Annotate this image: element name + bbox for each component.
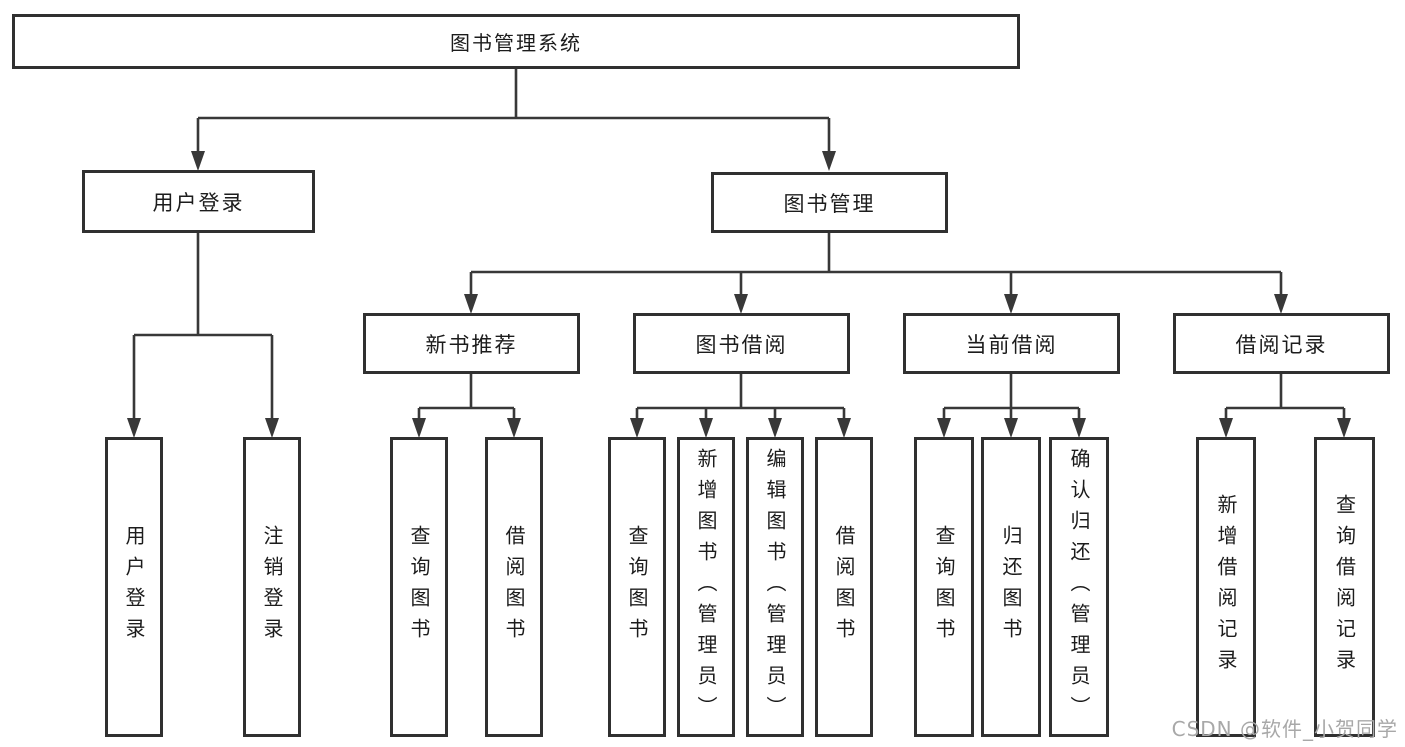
node-new-book-recommend: 新书推荐 bbox=[363, 313, 580, 374]
node-borrow-records: 借阅记录 bbox=[1173, 313, 1390, 374]
connector-path bbox=[132, 69, 1346, 421]
leaf-query-book-recommend: 查询图书 bbox=[390, 437, 448, 737]
leaf-return-book: 归还图书 bbox=[981, 437, 1041, 737]
watermark-text: CSDN @软件_小贺同学 bbox=[1171, 717, 1398, 741]
arrowheads bbox=[127, 151, 1351, 438]
leaf-borrow-book-recommend: 借阅图书 bbox=[485, 437, 543, 737]
leaf-logout: 注销登录 bbox=[243, 437, 301, 737]
node-book-management: 图书管理 bbox=[711, 172, 948, 233]
leaf-add-borrow-record: 新增借阅记录 bbox=[1196, 437, 1256, 737]
leaf-query-book-current: 查询图书 bbox=[914, 437, 974, 737]
leaf-borrow-book: 借阅图书 bbox=[815, 437, 873, 737]
leaf-edit-book-admin: 编辑图书（管理员） bbox=[746, 437, 804, 737]
leaf-add-book-admin: 新增图书（管理员） bbox=[677, 437, 735, 737]
node-root-system: 图书管理系统 bbox=[12, 14, 1020, 69]
leaf-user-login: 用户登录 bbox=[105, 437, 163, 737]
leaf-query-borrow-record: 查询借阅记录 bbox=[1314, 437, 1375, 737]
leaf-query-book-borrowing: 查询图书 bbox=[608, 437, 666, 737]
leaf-confirm-return-admin: 确认归还（管理员） bbox=[1049, 437, 1109, 737]
node-current-borrowing: 当前借阅 bbox=[903, 313, 1120, 374]
node-book-borrowing: 图书借阅 bbox=[633, 313, 850, 374]
node-user-login: 用户登录 bbox=[82, 170, 315, 233]
